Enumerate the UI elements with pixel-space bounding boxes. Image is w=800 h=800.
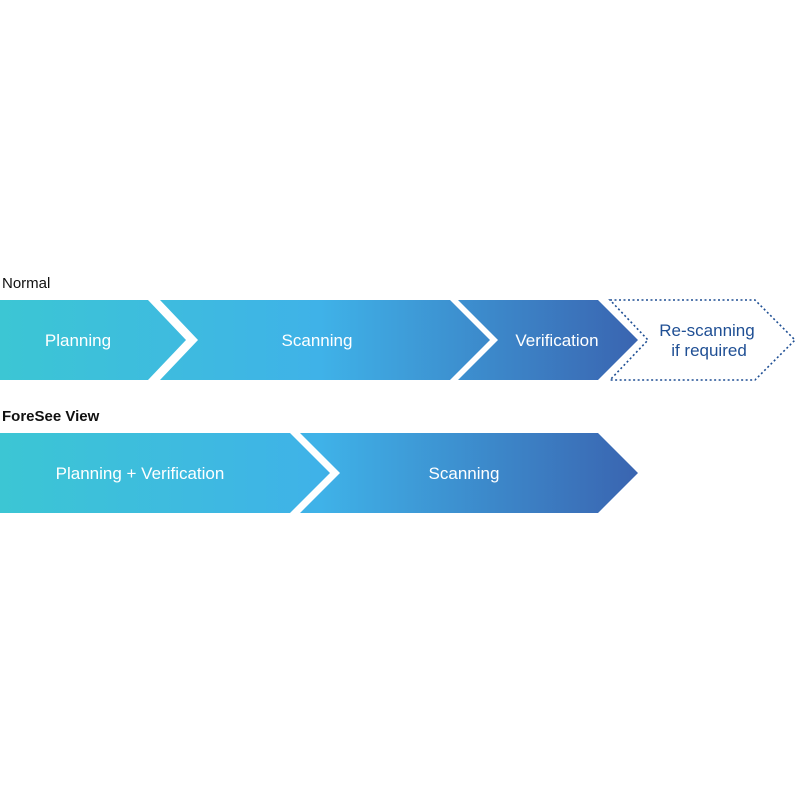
step-shape-planning-verification xyxy=(0,433,330,513)
normal-row: Planning Scanning Verification Re-scanni… xyxy=(0,299,797,381)
step-shape-scanning xyxy=(160,300,490,380)
step-label-planning: Planning xyxy=(45,331,111,350)
step-shape-verification xyxy=(458,300,638,380)
step-label-planning-verification: Planning + Verification xyxy=(56,464,225,483)
step-shape-rescanning xyxy=(608,299,797,381)
step-shape-planning xyxy=(0,300,186,380)
step-label-scanning: Scanning xyxy=(282,331,353,350)
step-shape-foresee-scanning xyxy=(300,433,638,513)
step-label-rescanning-line2: if required xyxy=(671,341,747,360)
row-title-normal: Normal xyxy=(2,275,51,292)
step-label-verification: Verification xyxy=(515,331,598,350)
step-label-rescanning-line1: Re-scanning xyxy=(659,321,754,340)
row-title-foresee: ForeSee View xyxy=(2,408,100,425)
foresee-row: Planning + Verification Scanning xyxy=(0,433,638,513)
step-label-foresee-scanning: Scanning xyxy=(429,464,500,483)
